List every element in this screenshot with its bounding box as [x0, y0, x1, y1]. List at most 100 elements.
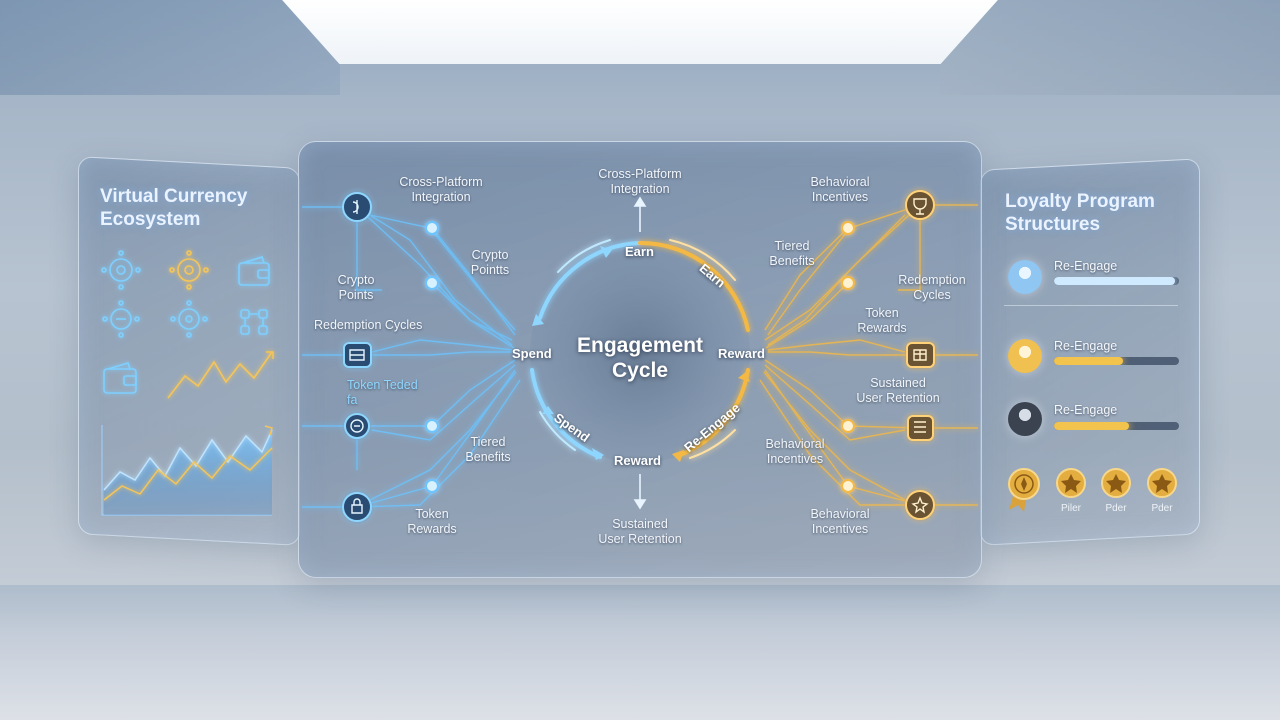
line: Incentives: [811, 190, 869, 204]
line: fa: [347, 393, 358, 407]
title-line-2: Cycle: [611, 359, 669, 382]
left-redemption-label: Redemption Cycles: [314, 318, 423, 332]
tier-2-label: Re-Engage: [1054, 339, 1118, 353]
left-token-traded-label: Token Teded fa: [347, 378, 418, 408]
line: Crypto: [337, 273, 375, 287]
ticket-icon: [349, 349, 365, 361]
line: Behavioral: [810, 507, 870, 521]
left-crypto-pointts-label: Crypto Pointts: [452, 248, 528, 278]
line: Incentives: [766, 452, 824, 466]
trophy-icon: [913, 198, 927, 215]
line: Incentives: [811, 522, 869, 536]
left-circuit-lines: [302, 206, 521, 508]
ceiling-left: [0, 0, 340, 95]
badge-label-1: Piler: [1060, 503, 1081, 514]
arrow-icon: [592, 448, 604, 460]
arrow-icon: [672, 450, 684, 462]
line: Tiered: [470, 435, 506, 449]
tier-1-bar: [1054, 277, 1179, 285]
right-circuit-lines: [759, 204, 978, 506]
line: Rewards: [407, 522, 457, 536]
bottom-label-line-1: Sustained: [612, 517, 668, 531]
line: Token Teded: [347, 378, 418, 392]
token-network-icon: [102, 300, 140, 338]
coin-network-icon: [101, 250, 141, 290]
line: Sustained: [870, 376, 926, 390]
token-icon: [350, 419, 364, 433]
engagement-cycle-title: Engagement Cycle: [540, 333, 740, 383]
left-tiered-label: Tiered Benefits: [450, 435, 526, 465]
ceiling-right: [940, 0, 1280, 95]
vertical-arrows: [633, 196, 647, 510]
line: User Retention: [856, 391, 940, 405]
right-behavioral-top-label: Behavioral Incentives: [800, 175, 880, 205]
badge-label-3: Pder: [1151, 503, 1173, 514]
line: Benefits: [769, 254, 815, 268]
tier-2-avatar: [1008, 339, 1042, 373]
right-redemption-label: Redemption Cycles: [892, 273, 972, 303]
star-badge-icon: [1101, 468, 1131, 498]
line: Redemption: [898, 273, 966, 287]
arrow-icon: [542, 406, 554, 414]
gold-coin-network-icon: [169, 250, 209, 290]
top-label-line-1: Cross-Platform: [598, 167, 682, 181]
line: Benefits: [465, 450, 511, 464]
right-sustained-label: Sustained User Retention: [850, 376, 946, 406]
tier-1-avatar: [1008, 260, 1042, 294]
line: Crypto: [471, 248, 509, 262]
bottom-label: Sustained User Retention: [580, 517, 700, 547]
left-node-glyphs: [349, 200, 365, 514]
left-cross-platform-label: Cross-Platform Integration: [386, 175, 496, 205]
line: Tiered: [774, 239, 810, 253]
line: Pointts: [470, 263, 510, 277]
arrow-icon: [738, 372, 750, 382]
left-token-rewards-label: Token Rewards: [394, 507, 470, 537]
loyalty-program-title: Loyalty Program Structures: [1005, 191, 1155, 235]
line: Token: [415, 507, 449, 521]
coin-icon: [352, 200, 359, 214]
medal-badge-icon: [1008, 468, 1040, 512]
line: Integration: [411, 190, 471, 204]
floor: [0, 585, 1280, 720]
reward-label-bottom: Reward: [614, 453, 661, 468]
tier-divider: [1004, 305, 1178, 306]
line: Rewards: [857, 321, 907, 335]
line: Behavioral: [765, 437, 825, 451]
tier-1-fill: [1054, 277, 1176, 285]
earn-label-top: Earn: [625, 244, 654, 259]
arrow-icon: [532, 314, 544, 326]
tier-3-fill: [1054, 422, 1129, 430]
trend-line-icon: [167, 351, 274, 399]
cycle-ring-fill: [530, 243, 750, 463]
tier-2-fill: [1054, 357, 1123, 365]
reward-label-right: Reward: [718, 346, 765, 361]
tier-2-bar: [1054, 357, 1179, 365]
wallet-card-icon: [103, 362, 137, 394]
tier-1-label: Re-Engage: [1054, 259, 1118, 273]
left-crypto-points-label: Crypto Points: [318, 273, 394, 303]
star-icon: [911, 496, 929, 514]
node-graph-icon: [240, 309, 268, 335]
lock-icon: [351, 498, 363, 514]
list-icon: [914, 421, 926, 433]
right-tiered-label: Tiered Benefits: [754, 239, 830, 269]
line: Token: [865, 306, 899, 320]
skylight: [282, 0, 998, 64]
gift-icon: [913, 349, 927, 361]
tier-3-bar: [1054, 422, 1179, 430]
spend-label-left: Spend: [512, 346, 552, 361]
tier-3-avatar: [1008, 402, 1042, 436]
bottom-label-line-2: User Retention: [598, 532, 682, 546]
star-badge-icon: [1147, 468, 1177, 498]
badge-label-2: Pder: [1105, 503, 1127, 514]
line: Cross-Platform: [399, 175, 483, 189]
line: Behavioral: [810, 175, 870, 189]
top-label-line-2: Integration: [610, 182, 670, 196]
right-behavioral-mid-label: Behavioral Incentives: [755, 437, 835, 467]
tier-3-label: Re-Engage: [1054, 403, 1118, 417]
cycle-arrowheads: [532, 246, 750, 462]
line: Cycles: [913, 288, 951, 302]
